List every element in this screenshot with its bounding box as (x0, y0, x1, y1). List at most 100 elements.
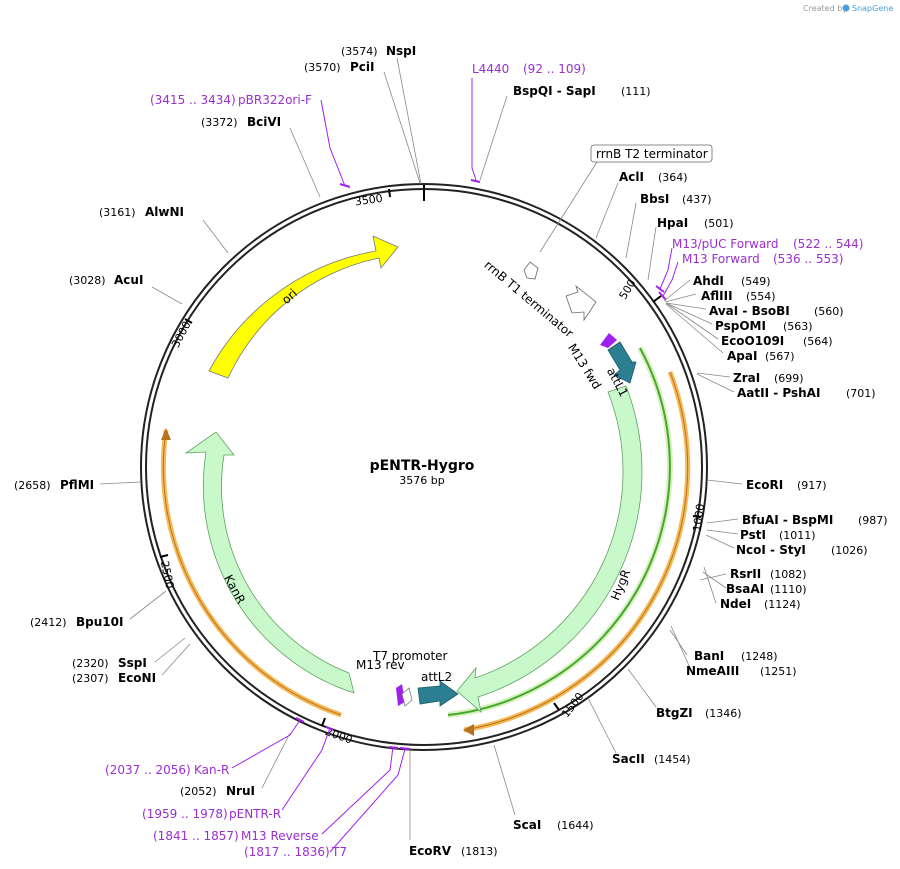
enzyme-name: AhdI (693, 274, 724, 288)
enzyme-pos: (1454) (654, 753, 691, 766)
enzyme-name: AvaI - BsoBI (709, 304, 790, 318)
enzyme-name: NmeAIII (686, 664, 739, 678)
enzyme-pos: (111) (621, 85, 651, 98)
plasmid-name: pENTR-Hygro (370, 458, 475, 474)
enzyme-name: BtgZI (656, 706, 693, 720)
enzyme-pos: (501) (704, 217, 734, 230)
primer-name: Kan-R (194, 763, 229, 777)
primer-leaders (231, 78, 679, 853)
primer-range: (2037 .. 2056) (105, 763, 191, 777)
enzyme-pos: (701) (846, 387, 876, 400)
primer-range: (536 .. 553) (773, 252, 843, 266)
attl2-feature (417, 680, 459, 707)
enzyme-pos: (1346) (705, 707, 742, 720)
enzyme-name: RsrII (730, 567, 761, 581)
enzyme-name: EcoRV (409, 844, 452, 858)
primer-range: (1817 .. 1836) (244, 845, 330, 859)
tick-label-500: 500 (617, 277, 639, 302)
snapgene-logo-icon (842, 4, 850, 12)
enzyme-pos: (560) (814, 305, 844, 318)
enzyme-name: EcoNI (118, 671, 156, 685)
enzyme-name: PstI (740, 528, 766, 542)
primer-name: L4440 (472, 62, 509, 76)
enzyme-pos: (554) (746, 290, 776, 303)
primer-labels: L4440(92 .. 109) (3415 .. 3434)pBR322ori… (105, 62, 863, 859)
rrnb-t2-label: rrnB T2 terminator (596, 147, 708, 161)
enzyme-pos: (3574) (341, 45, 378, 58)
enzyme-pos: (917) (797, 479, 827, 492)
hygr-orf-green (447, 346, 673, 718)
t7-promoter-feature (401, 687, 413, 707)
tick-label-3500: 3500 (354, 192, 384, 209)
ori-feature (208, 235, 399, 379)
enzyme-name: NruI (226, 784, 255, 798)
enzyme-name: AatII - PshAI (737, 386, 820, 400)
primer-range: (1841 .. 1857) (153, 829, 239, 843)
enzyme-name: ApaI (727, 349, 757, 363)
enzyme-name: AflIII (701, 289, 733, 303)
enzyme-name: Bpu10I (76, 615, 123, 629)
kanr-orf-arrowhead (161, 428, 171, 440)
rrnb-t2-feature (523, 261, 539, 280)
primer-name: T7 (331, 845, 347, 859)
rrnb-t1-feature (565, 284, 597, 322)
enzyme-pos: (563) (783, 320, 813, 333)
enzyme-pos: (3570) (304, 61, 341, 74)
tick-label-3000: 3000 (169, 319, 194, 350)
enzyme-name: EcoRI (746, 478, 783, 492)
m13rev-feature (396, 684, 405, 706)
hygr-feature (456, 385, 643, 714)
primer-name: pENTR-R (229, 807, 281, 821)
enzyme-name: ScaI (513, 818, 541, 832)
rrnb-t2-callout (590, 144, 713, 163)
enzyme-name: BanI (694, 649, 724, 663)
enzyme-name: ZraI (733, 371, 760, 385)
enzyme-leaders (99, 57, 743, 840)
attl1-feature (607, 341, 637, 384)
m13rev-label: M13 rev (356, 658, 405, 672)
m13fwd-feature (600, 333, 617, 348)
primer-range: (522 .. 544) (793, 237, 863, 251)
enzyme-name: BciVI (247, 115, 281, 129)
tick-label-1000: 1000 (690, 503, 707, 533)
primer-name: M13/pUC Forward (672, 237, 779, 251)
enzyme-name: PspOMI (715, 319, 766, 333)
primer-range: (3415 .. 3434) (150, 93, 236, 107)
enzyme-pos: (1124) (764, 598, 801, 611)
enzyme-pos: (364) (658, 171, 688, 184)
primer-name: pBR322ori-F (238, 93, 312, 107)
enzyme-pos: (1110) (770, 583, 807, 596)
enzyme-pos: (2320) (72, 657, 109, 670)
enzyme-name: AlwNI (145, 205, 184, 219)
hygr-orf-arrowhead (463, 724, 474, 736)
enzyme-name: BsaAI (726, 582, 764, 596)
enzyme-pos: (987) (858, 514, 888, 527)
enzyme-pos: (2307) (72, 672, 109, 685)
enzyme-name: NcoI - StyI (736, 543, 806, 557)
enzyme-labels: (3574)NspI (3570)PciI (3372)BciVI (3161)… (14, 44, 888, 858)
credit-prefix: Created by (803, 4, 847, 13)
enzyme-pos: (1248) (741, 650, 778, 663)
enzyme-pos: (3028) (69, 274, 106, 287)
enzyme-name: PciI (350, 60, 375, 74)
enzyme-pos: (2412) (30, 616, 67, 629)
enzyme-name: BbsI (640, 192, 669, 206)
enzyme-name: NspI (386, 44, 416, 58)
enzyme-pos: (699) (774, 372, 804, 385)
enzyme-pos: (1251) (760, 665, 797, 678)
enzyme-pos: (2052) (180, 785, 217, 798)
enzyme-name: BspQI - SapI (513, 84, 596, 98)
enzyme-pos: (2658) (14, 479, 51, 492)
enzyme-name: EcoO109I (721, 334, 784, 348)
backbone-outer (140, 183, 708, 751)
enzyme-name: AcuI (114, 273, 143, 287)
enzyme-name: SspI (118, 656, 147, 670)
credit-brand: SnapGene (852, 4, 893, 13)
enzyme-pos: (1813) (461, 845, 498, 858)
enzyme-pos: (1026) (831, 544, 868, 557)
enzyme-pos: (549) (741, 275, 771, 288)
m13fwd-label: M13 fwd (565, 341, 604, 392)
enzyme-name: PflMI (60, 478, 94, 492)
kanr-feature (184, 431, 355, 694)
enzyme-name: BfuAI - BspMI (742, 513, 833, 527)
